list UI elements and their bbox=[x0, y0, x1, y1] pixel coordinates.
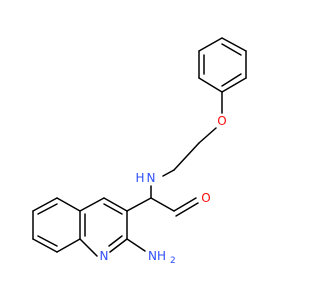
bond bbox=[126, 238, 146, 252]
bond bbox=[126, 197, 152, 212]
bond bbox=[79, 197, 105, 212]
bond-carbonyl-double bbox=[175, 202, 199, 217]
phenyl-ring bbox=[198, 37, 247, 93]
bond bbox=[32, 197, 58, 212]
bond bbox=[221, 77, 247, 93]
pyridine-ring bbox=[79, 197, 128, 257]
atom-label-o-carbonyl: O bbox=[201, 191, 210, 205]
bond bbox=[109, 238, 128, 253]
bond-double-inner bbox=[221, 73, 242, 87]
bond bbox=[103, 197, 128, 212]
bond bbox=[150, 197, 175, 212]
bond bbox=[79, 238, 98, 257]
atom-label-subscript-2: 2 bbox=[170, 256, 176, 266]
bond bbox=[173, 142, 200, 171]
bond-double-inner bbox=[108, 235, 123, 247]
bond-double-inner bbox=[103, 203, 123, 215]
bond-carbonyl bbox=[173, 197, 197, 212]
bond-double-inner bbox=[37, 203, 58, 215]
bond bbox=[162, 169, 175, 177]
atom-label-nh-amino: NH bbox=[148, 249, 166, 263]
bond-double-inner bbox=[37, 235, 58, 247]
bond bbox=[198, 77, 223, 93]
bond bbox=[198, 127, 217, 144]
bond bbox=[221, 37, 247, 52]
bond-double-inner bbox=[221, 43, 242, 56]
atom-label-n-ring: N bbox=[100, 249, 109, 263]
bond bbox=[198, 37, 223, 52]
atom-label-h-amide: H bbox=[135, 171, 144, 185]
molecule-structure: N H O O N NH 2 bbox=[32, 37, 247, 266]
bond bbox=[56, 238, 81, 253]
atom-label-n-amide: N bbox=[147, 171, 156, 185]
benzo-ring bbox=[32, 197, 81, 253]
bond bbox=[56, 197, 81, 212]
bond bbox=[32, 238, 58, 253]
atom-label-o-ether: O bbox=[217, 114, 226, 128]
